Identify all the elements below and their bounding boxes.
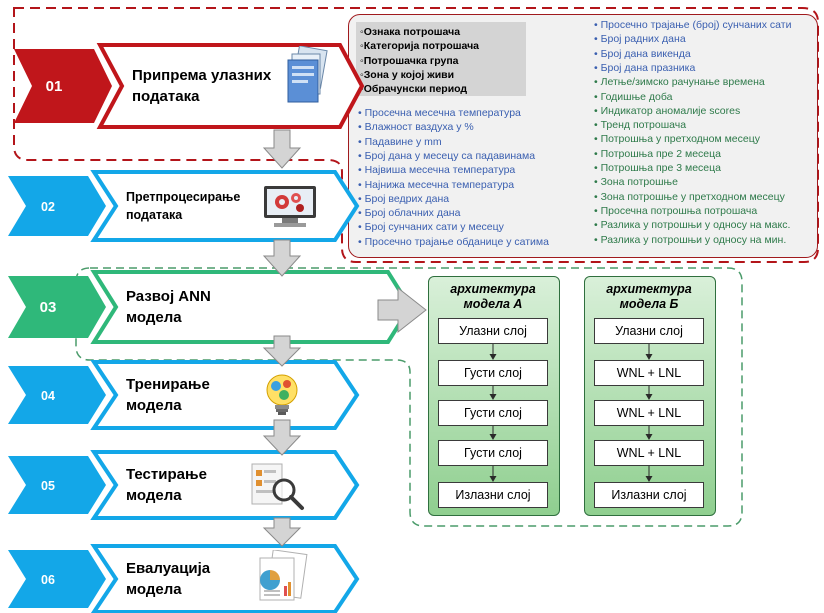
lightbulb-gears-icon [266, 374, 298, 415]
step-01-number-chevron [14, 49, 112, 123]
feature-right-item: • Зона потрошње у претходном месецу [594, 190, 785, 203]
report-charts-icon [259, 550, 308, 601]
step-02-title-line1: Претпроцесирање [126, 190, 241, 205]
computer-gears-icon [264, 186, 316, 227]
layer-connector-arrowhead [645, 354, 653, 360]
feature-left-item: • Најнижа месечна температура [358, 178, 515, 191]
feature-right-item: • Индикатор аномалије scores [594, 104, 741, 117]
arch-b-title-line1: архитектура [606, 282, 692, 296]
step-06-title-line2: модела [126, 581, 182, 598]
feature-left-item: • Број облачних дана [358, 207, 461, 220]
feature-left-item: • Просечно трајање обданице у сатима [358, 235, 549, 248]
magnifier-chart-icon [251, 463, 304, 510]
feature-right-item: • Просечно трајање (број) сунчаних сати [594, 19, 792, 31]
feature-left-bold-item: ◦Зона у којој живи [360, 68, 455, 81]
documents-icon [287, 46, 328, 103]
feature-left-item: • Влажност ваздуха у % [358, 121, 474, 134]
step-05-number: 05 [41, 479, 55, 493]
down-arrow-5 [262, 517, 302, 547]
down-arrow-4 [262, 419, 302, 456]
arch-a-title-line1: архитектура [450, 282, 536, 296]
down-arrow-1 [262, 129, 302, 169]
arch-b-title-line2: модела Б [619, 297, 679, 311]
step-01-number: 01 [46, 78, 63, 95]
arch-a-layer-box: Густи слој [438, 440, 548, 466]
arch-a-layer-box: Густи слој [438, 360, 548, 386]
feature-left-item: • Број ведрих дана [358, 192, 450, 205]
layer-connector-arrowhead [489, 354, 497, 360]
feature-right-item: • Потрошња пре 3 месеца [594, 162, 721, 174]
feature-left-bold-item: ◦Ознака потрошача [360, 26, 461, 38]
feature-right-item: • Зона потрошње [594, 176, 678, 189]
feature-left-item: • Падавине у mm [358, 135, 442, 148]
step-02-number-chevron [8, 176, 106, 236]
feature-right-item: • Разлика у потрошњи у односу на макс. [594, 219, 791, 232]
step-03-title-line1: Развој ANN [126, 288, 211, 306]
step-05-number-chevron [8, 456, 106, 514]
step-01-title-line1: Припрема улазних [132, 67, 272, 85]
step-04-title-line1: Тренирање [126, 376, 210, 394]
red-dashed-region [13, 7, 819, 263]
step-05-body-chevron [90, 450, 360, 520]
step-05-title-line2: модела [126, 487, 182, 504]
feature-right-item: • Број радних дана [594, 33, 686, 46]
feature-left-item: • Број дана у месецу са падавинама [358, 149, 536, 162]
feature-right-item: • Просечна потрошња потрошача [594, 204, 758, 217]
arch-b-layer-box: WNL + LNL [594, 440, 704, 466]
feature-right-item: • Потрошња у претходном месецу [594, 133, 760, 146]
step-02-number: 02 [41, 200, 55, 214]
layer-connector-arrowhead [645, 476, 653, 482]
arch-a-title-line2: модела А [463, 297, 523, 311]
step-04-number-chevron [8, 366, 106, 424]
layer-connector-arrowhead [645, 434, 653, 440]
arch-b-layer-box: WNL + LNL [594, 360, 704, 386]
layer-connector-arrowhead [645, 394, 653, 400]
arch-b-layer-box: Улазни слој [594, 318, 704, 344]
step-03-number: 03 [40, 299, 57, 316]
layer-connector-arrowhead [489, 394, 497, 400]
step-06-number: 06 [41, 573, 55, 587]
feature-left-bold-item: ◦Категорија потрошача [360, 40, 480, 53]
step-04-number: 04 [41, 389, 55, 403]
arch-a-layer-box: Улазни слој [438, 318, 548, 344]
feature-right-item: • Годишње доба [594, 90, 673, 103]
arch-b-layer-box: Излазни слој [594, 482, 704, 508]
arch-a-layer-box: Излазни слој [438, 482, 548, 508]
feature-left-item: • Највиша месечна температура [358, 164, 516, 177]
feature-right-item: • Разлика у потрошњи у односу на мин. [594, 233, 787, 246]
step-01-title-line2: података [132, 88, 200, 105]
step-02-title-line2: података [126, 208, 183, 222]
step-03-body-chevron [90, 270, 413, 344]
layer-connector-arrowhead [489, 476, 497, 482]
features-highlight [356, 22, 526, 96]
step-06-number-chevron [8, 550, 106, 608]
feature-left-bold-item: ◦Обрачунски период [360, 83, 468, 96]
right-arrow [377, 286, 427, 334]
feature-right-item: • Летње/зимско рачунање времена [594, 76, 765, 89]
feature-right-item: • Тренд потрошача [594, 119, 687, 132]
feature-right-item: • Потрошња пре 2 месеца [594, 147, 721, 160]
step-06-title-line1: Евалуација [126, 560, 211, 578]
feature-left-item: • Просечна месечна температура [358, 107, 521, 119]
feature-left-bold-item: ◦Потрошачка група [360, 54, 459, 67]
down-arrow-3 [262, 335, 302, 367]
feature-right-item: • Број дана празника [594, 61, 696, 74]
step-03-number-chevron [8, 276, 106, 338]
down-arrow-2 [262, 239, 302, 277]
green-dashed-region [75, 267, 743, 527]
feature-left-item: • Број сунчаних сати у месецу [358, 221, 504, 234]
feature-right-item: • Број дана викенда [594, 47, 691, 60]
step-05-title-line1: Тестирање [126, 466, 207, 484]
layer-connector-arrowhead [489, 434, 497, 440]
arch-a-layer-box: Густи слој [438, 400, 548, 426]
step-03-title-line2: модела [126, 309, 182, 326]
step-04-title-line2: модела [126, 397, 182, 414]
arch-b-layer-box: WNL + LNL [594, 400, 704, 426]
